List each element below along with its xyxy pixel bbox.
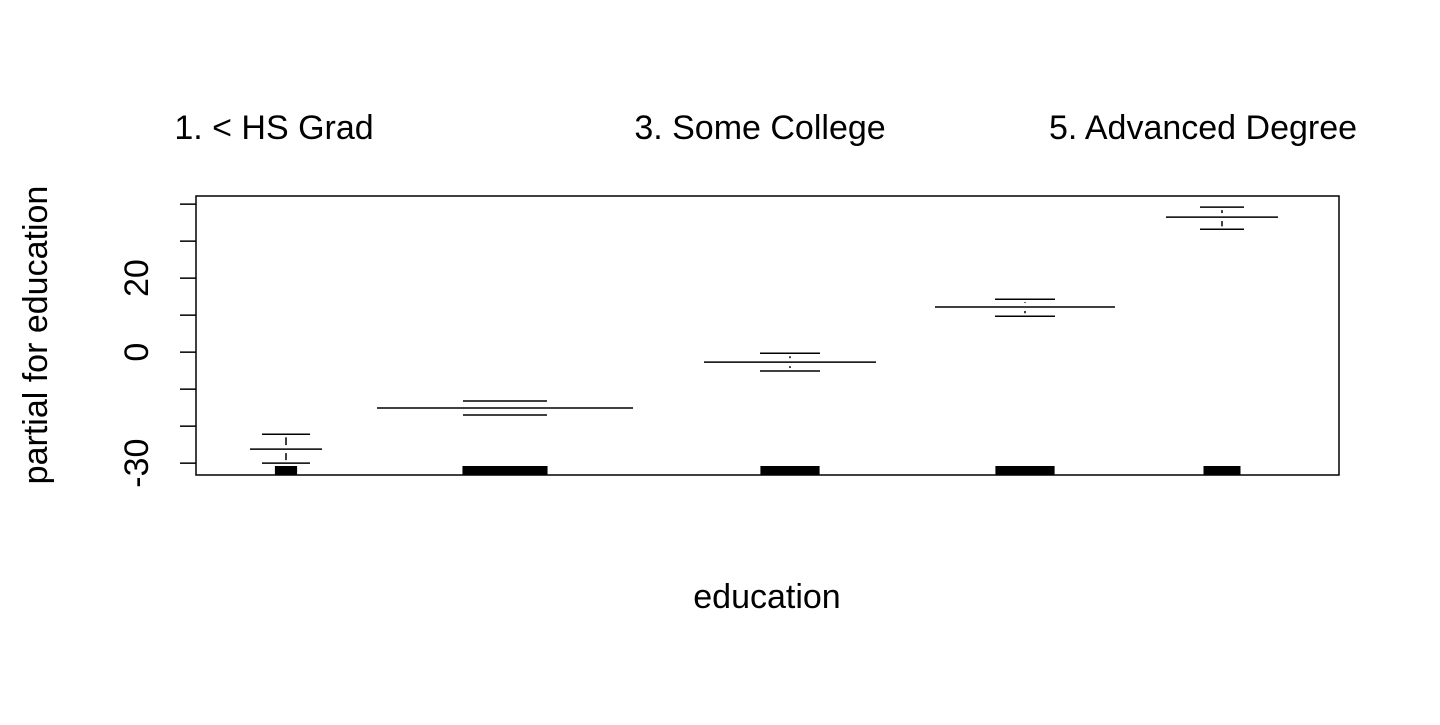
y-tick-label: 20	[118, 259, 156, 297]
rug-bar	[1203, 466, 1241, 475]
category-label: 3. Some College	[634, 109, 885, 147]
x-axis-label: education	[693, 578, 840, 616]
rug-bar	[995, 466, 1055, 475]
y-tick-label: 0	[118, 343, 156, 362]
y-axis-label: partial for education	[17, 186, 55, 485]
y-tick-label: -30	[118, 439, 156, 488]
rug-bar	[760, 466, 820, 475]
rug-bar	[274, 466, 298, 475]
category-label: 5. Advanced Degree	[1049, 109, 1357, 147]
rug-bar	[462, 466, 548, 475]
plot-frame	[195, 195, 1340, 476]
category-label: 1. < HS Grad	[174, 109, 373, 147]
